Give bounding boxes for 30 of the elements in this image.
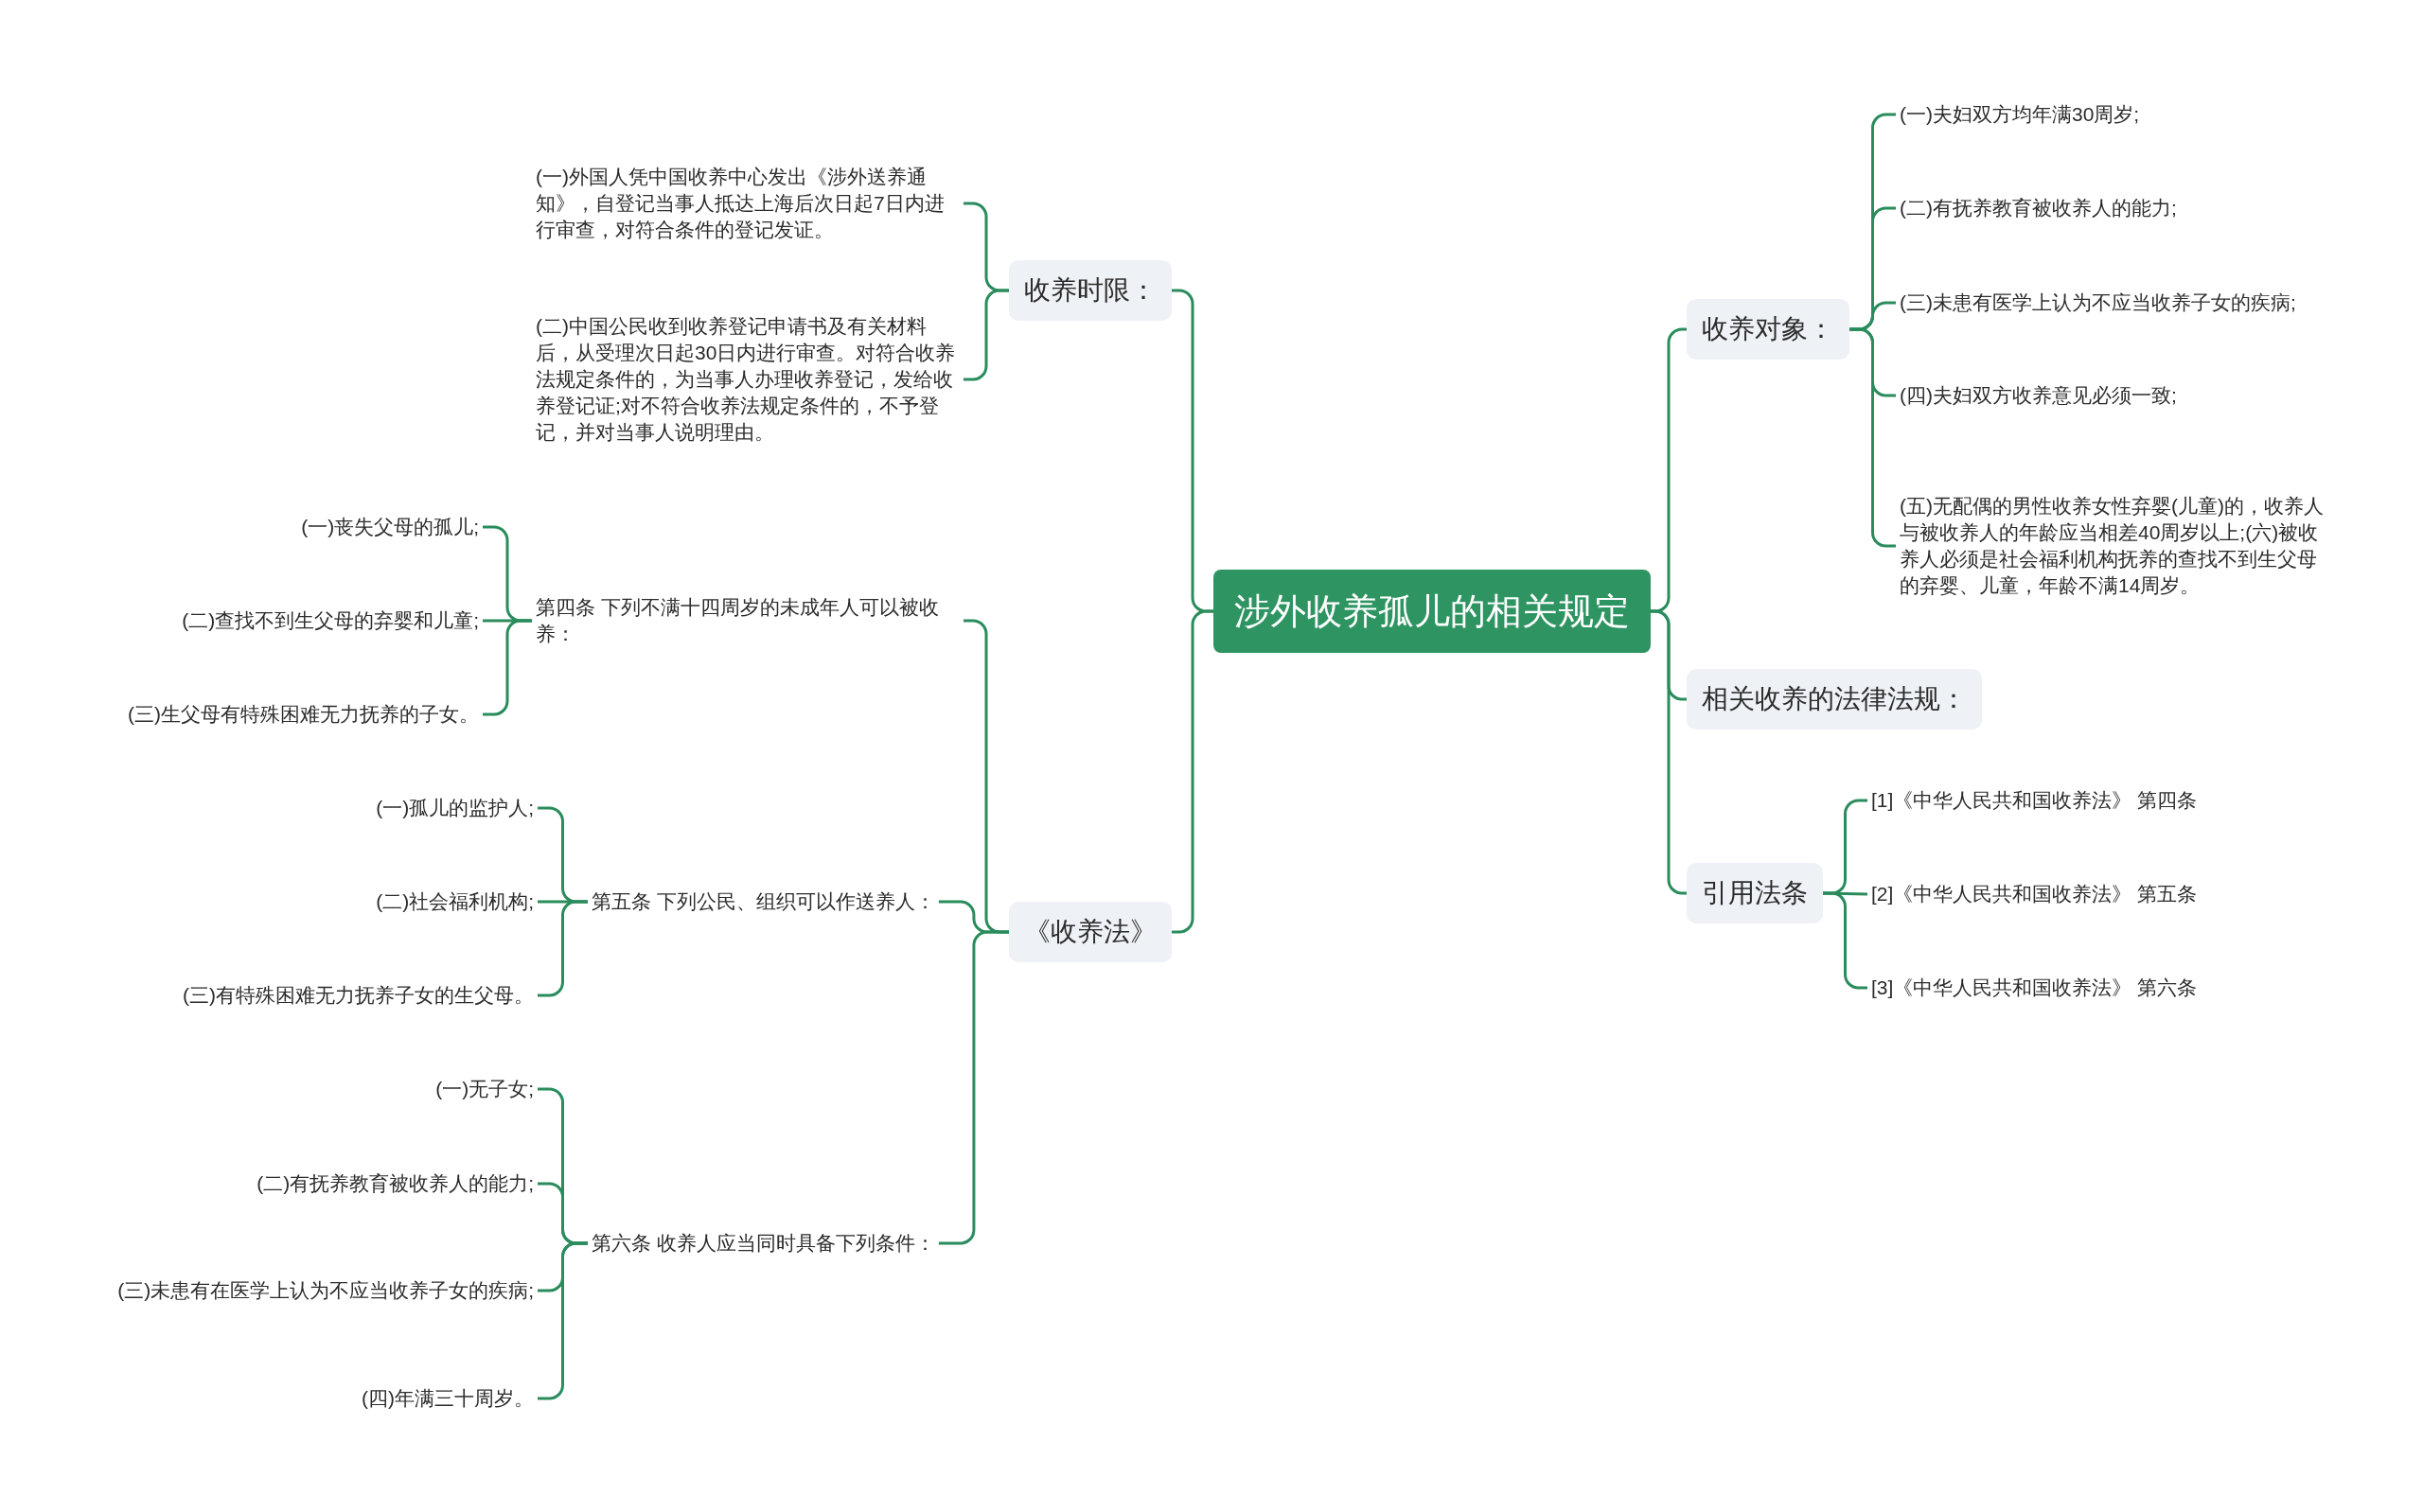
topic-text: (三)未患有在医学上认为不应当收养子女的疾病; [114, 1277, 538, 1304]
topic-text: (一)外国人凭中国收养中心发出《涉外送养通知》，自登记当事人抵达上海后次日起7日内进行审查，对符合条件的登记发证。 [532, 164, 964, 243]
topic-text: (一)夫妇双方均年满30周岁; [1896, 101, 2144, 128]
topic-box: 相关收养的法律法规： [1687, 669, 1982, 730]
topic-text: (二)查找不到生父母的弃婴和儿童; [178, 607, 483, 634]
topic-text: (五)无配偶的男性收养女性弃婴(儿童)的，收养人与被收养人的年龄应当相差40周岁以上;(六)被收养人必须是社会福利机构抚养的查找不到生父母的弃婴、儿童，年龄不满14周岁。 [1896, 493, 2331, 599]
topic-text: 第六条 收养人应当同时具备下列条件： [588, 1230, 939, 1257]
topic-text: 第四条 下列不满十四周岁的未成年人可以被收养： [532, 594, 964, 647]
topic-text: (二)有抚养教育被收养人的能力; [1896, 195, 2181, 221]
topic-text: (一)孤儿的监护人; [372, 795, 538, 821]
topic-text: [3]《中华人民共和国收养法》 第六条 [1867, 975, 2202, 1001]
topic-text: (二)中国公民收到收养登记申请书及有关材料后，从受理次日起30日内进行审查。对符合收养法规定条件的，为当事人办理收养登记，发给收养登记证;对不符合收养法规定条件的，不予登记，并对当事人说明理由。 [532, 313, 964, 446]
topic-text: (一)丧失父母的孤儿; [297, 514, 483, 540]
topic-text: 第五条 下列公民、组织可以作送养人： [588, 888, 939, 915]
topic-text: (二)有抚养教育被收养人的能力; [253, 1170, 538, 1197]
topic-text: (四)年满三十周岁。 [358, 1385, 538, 1412]
topic-text: (一)无子女; [432, 1076, 538, 1102]
topic-text: (三)有特殊困难无力抚养子女的生父母。 [179, 982, 538, 1009]
central-topic-box: 涉外收养孤儿的相关规定 [1213, 570, 1651, 653]
topic-text: [2]《中华人民共和国收养法》 第五条 [1867, 881, 2202, 907]
topic-text: (三)未患有医学上认为不应当收养子女的疾病; [1896, 290, 2300, 316]
topic-box: 收养时限： [1009, 260, 1172, 321]
topic-text: (四)夫妇双方收养意见必须一致; [1896, 382, 2181, 409]
topic-text: (二)社会福利机构; [372, 888, 538, 915]
topic-text: [1]《中华人民共和国收养法》 第四条 [1867, 787, 2202, 814]
topic-box: 引用法条 [1687, 863, 1823, 923]
topic-box: 收养对象： [1687, 299, 1849, 360]
connector-line [938, 930, 1009, 1245]
topic-box: 《收养法》 [1009, 902, 1172, 962]
topic-text: (三)生父母有特殊困难无力抚养的子女。 [124, 701, 483, 728]
